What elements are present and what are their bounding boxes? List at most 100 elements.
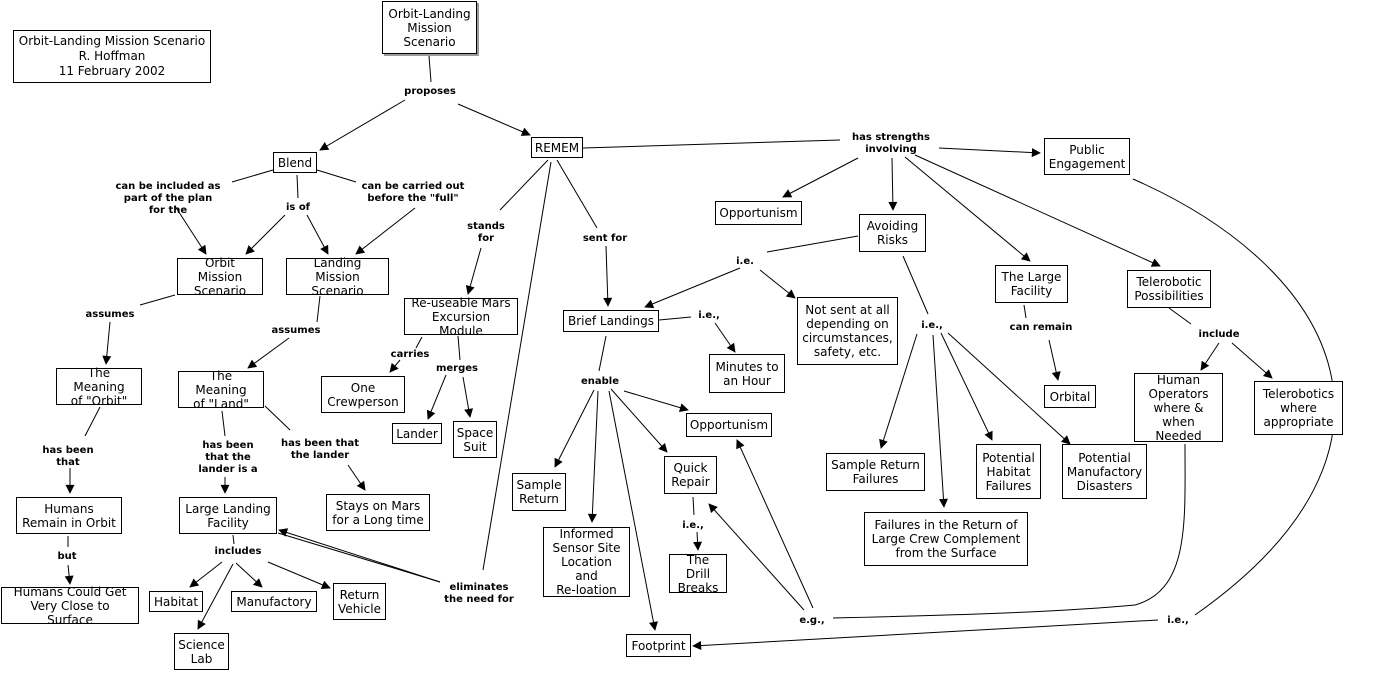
link-label-eg: e.g., [799, 615, 825, 626]
connector-arrow [355, 207, 416, 255]
node-orbit-mission[interactable]: Orbit Mission Scenario [177, 256, 263, 298]
node-orbital[interactable]: Orbital [1044, 385, 1096, 408]
node-remem-full[interactable]: Re-useable Mars Excursion Module [404, 296, 518, 338]
node-sample-return[interactable]: Sample Return [512, 473, 566, 511]
connector-line [428, 55, 432, 83]
connector-line [415, 336, 423, 349]
connector-arrow [708, 503, 805, 611]
connector-arrow [347, 464, 366, 491]
connector-line [231, 169, 274, 183]
info-title: Orbit-Landing Mission Scenario [18, 34, 206, 48]
node-large-facility[interactable]: The Large Facility [995, 265, 1068, 303]
node-not-sent[interactable]: Not sent at all depending on circumstanc… [797, 297, 898, 365]
node-public-engagement[interactable]: Public Engagement [1044, 138, 1130, 175]
connector-curve-arrow [278, 528, 441, 583]
node-space-suit[interactable]: Space Suit [453, 421, 497, 458]
connector-line [84, 406, 101, 437]
link-label-is-of: is of [285, 202, 311, 213]
node-human-operators[interactable]: Human Operators where & when Needed [1134, 373, 1223, 443]
connector-curve-arrow [692, 619, 1159, 651]
link-label-has-strengths: has strengths involving [852, 132, 930, 155]
node-blend[interactable]: Blend [273, 152, 317, 173]
link-label-includes: includes [214, 546, 262, 557]
connector-line [296, 174, 299, 199]
node-remem[interactable]: REMEM [531, 137, 583, 158]
connector-arrow [189, 561, 223, 588]
link-label-can-be-included: can be included as part of the plan for … [115, 181, 221, 216]
connector-arrow [610, 388, 668, 453]
link-label-ie-brief: i.e., [698, 310, 720, 321]
node-minutes[interactable]: Minutes to an Hour [709, 354, 785, 393]
node-sample-failures[interactable]: Sample Return Failures [826, 453, 925, 491]
node-large-landing[interactable]: Large Landing Facility [179, 497, 277, 534]
connector-arrow [64, 564, 74, 585]
node-landing-mission[interactable]: Landing Mission Scenario [286, 256, 389, 298]
connector-arrow [759, 269, 796, 299]
node-habitat[interactable]: Habitat [149, 591, 203, 612]
node-meaning-orbit[interactable]: The Meaning of "Orbit" [56, 366, 142, 408]
node-root[interactable]: Orbit-Landing Mission Scenario [382, 1, 477, 54]
node-telerobotic[interactable]: Telerobotic Possibilities [1127, 270, 1211, 308]
link-label-sent-for: sent for [582, 233, 628, 244]
connector-arrow [693, 531, 703, 551]
connector-line [556, 159, 598, 229]
node-informed-sensor[interactable]: Informed Sensor Site Location and Re-loa… [543, 527, 630, 597]
connector-curve [277, 532, 441, 583]
connector-arrow [879, 333, 918, 449]
node-manufactory[interactable]: Manufactory [231, 591, 317, 612]
node-return-vehicle[interactable]: Return Vehicle [333, 583, 386, 620]
connector-line [221, 410, 226, 437]
connector-arrow [389, 359, 401, 373]
connector-arrow [1048, 339, 1061, 381]
link-label-but: but [57, 551, 77, 562]
node-failures-return[interactable]: Failures in the Return of Large Crew Com… [864, 512, 1028, 566]
link-label-that-the-lander: has been that the lander [280, 438, 360, 461]
connector-arrow [1200, 342, 1220, 371]
connector-line [902, 255, 929, 315]
node-habitat-failures[interactable]: Potential Habitat Failures [976, 444, 1041, 499]
connector-arrow [932, 334, 948, 508]
node-lander[interactable]: Lander [392, 423, 442, 444]
connector-arrow [267, 561, 331, 590]
info-author: R. Hoffman [78, 49, 146, 63]
connector-line [316, 295, 321, 323]
node-drill-breaks[interactable]: The Drill Breaks [669, 553, 727, 595]
connector-line [139, 294, 176, 306]
connector-arrow [940, 332, 993, 441]
connector-arrow [174, 205, 207, 255]
node-manufactory-disasters[interactable]: Potential Manufactory Disasters [1062, 444, 1147, 499]
info-box: Orbit-Landing Mission Scenario R. Hoffma… [13, 30, 211, 83]
connector-arrow [426, 374, 447, 420]
node-avoiding-risks[interactable]: Avoiding Risks [859, 214, 926, 252]
connector-arrow [623, 390, 689, 413]
connector-line [482, 161, 552, 571]
connector-arrow [644, 267, 741, 309]
node-brief-landings[interactable]: Brief Landings [563, 310, 659, 332]
connector-line [232, 534, 235, 545]
connector-arrow [457, 103, 531, 136]
connector-arrow [247, 337, 290, 369]
link-label-enable: enable [580, 376, 620, 387]
node-quick-repair[interactable]: Quick Repair [664, 456, 717, 494]
node-stays-mars[interactable]: Stays on Mars for a Long time [326, 494, 430, 531]
link-label-eliminates: eliminates the need for [444, 582, 514, 605]
connector-arrow [736, 439, 814, 609]
node-one-crew[interactable]: One Crewperson [321, 376, 405, 413]
node-opportunism2[interactable]: Opportunism [686, 413, 772, 437]
connector-arrow [938, 147, 1041, 158]
node-humans-close[interactable]: Humans Could Get Very Close to Surface [1, 585, 139, 627]
node-footprint[interactable]: Footprint [626, 634, 691, 657]
connector-line [1023, 304, 1027, 319]
node-science-lab[interactable]: Science Lab [174, 633, 229, 670]
node-humans-remain[interactable]: Humans Remain in Orbit [16, 497, 122, 534]
connector-line [766, 235, 859, 253]
connector-line [692, 496, 695, 516]
node-meaning-land[interactable]: The Meaning of "Land" [178, 369, 264, 411]
connector-line [598, 335, 607, 372]
link-label-can-remain: can remain [1009, 322, 1073, 333]
node-telerobotics-where[interactable]: Telerobotics where appropriate [1254, 381, 1343, 435]
link-label-ie-avoid: i.e. [736, 256, 754, 267]
connector-line [582, 139, 841, 149]
node-opportunism-top[interactable]: Opportunism [715, 201, 802, 225]
